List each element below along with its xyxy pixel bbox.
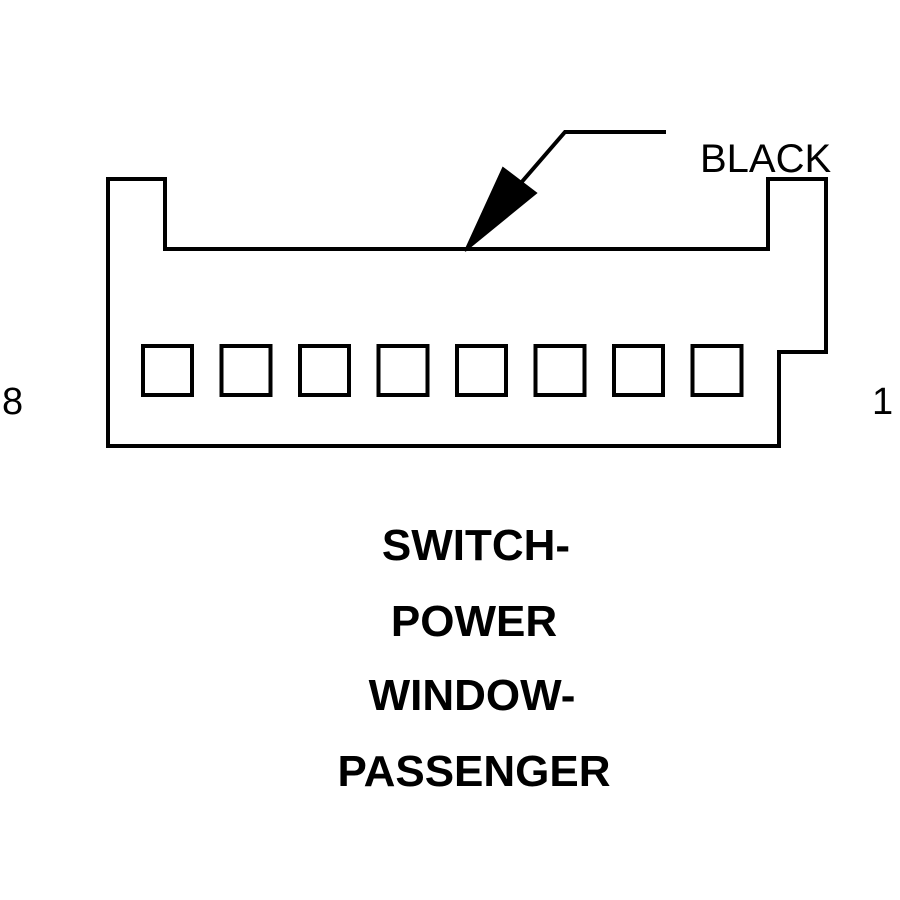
pin-cavity <box>219 344 273 397</box>
pin-cavity <box>376 344 430 397</box>
pin-label-right: 1 <box>872 381 893 423</box>
pin-cavity <box>533 344 587 397</box>
connector-housing <box>106 177 828 448</box>
title-line-4: PASSENGER <box>337 747 610 796</box>
wire-color-label: BLACK <box>700 137 831 181</box>
pin-label-left: 8 <box>2 381 23 423</box>
title-line-3: WINDOW- <box>369 671 576 720</box>
title-line-1: SWITCH- <box>382 521 570 570</box>
pin-cavities <box>141 344 744 397</box>
pin-cavity <box>298 344 351 397</box>
pin-cavity <box>141 344 194 397</box>
connector-title: SWITCH- POWER WINDOW- PASSENGER <box>337 521 610 796</box>
leader-line <box>518 130 666 186</box>
title-line-2: POWER <box>391 597 557 646</box>
pin-cavity <box>612 344 665 397</box>
pin-cavity <box>455 344 508 397</box>
arrowhead <box>464 166 538 252</box>
pin-cavity <box>690 344 744 397</box>
